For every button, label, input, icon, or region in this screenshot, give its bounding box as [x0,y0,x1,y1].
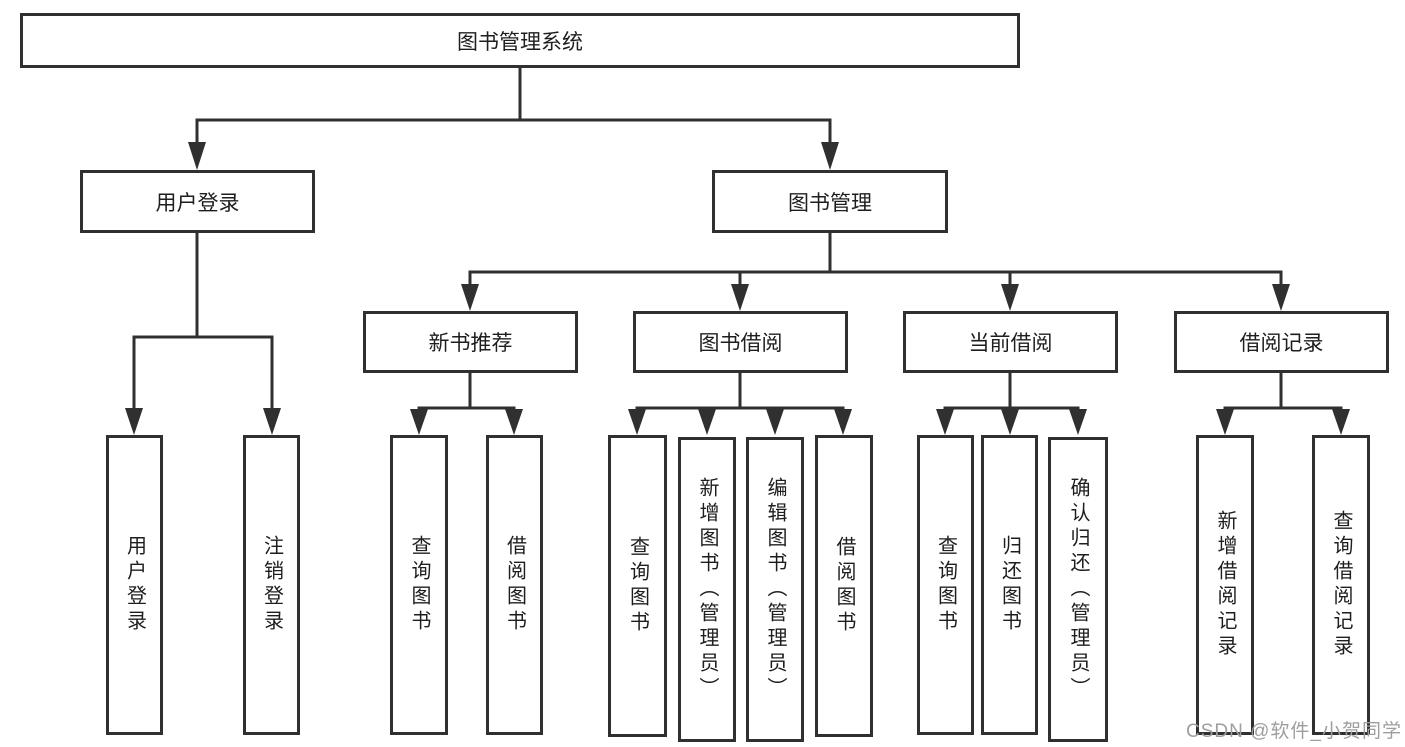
node-label: 借阅记录 [1239,332,1324,355]
node-borrow-books-leaf: 借阅图书 [486,435,543,735]
node-user-login-leaf: 用户登录 [106,435,163,735]
arrowhead-icons [125,142,1350,435]
node-label: 新书推荐 [428,332,513,355]
node-add-borrow-record-leaf: 新增借阅记录 [1196,435,1254,735]
node-label: 查询图书 [626,536,649,636]
node-label: 新增借阅记录 [1214,510,1236,660]
node-label: 查询借阅记录 [1330,510,1352,660]
node-query-books-leaf: 查询图书 [917,435,974,735]
node-label: 查询图书 [934,535,957,635]
node-borrow-records: 借阅记录 [1174,311,1389,373]
node-return-books-leaf: 归还图书 [981,435,1038,735]
node-book-borrow: 图书借阅 [633,311,848,373]
node-borrow-books-leaf: 借阅图书 [815,435,873,737]
node-label: 借阅图书 [833,536,855,636]
node-user-login-branch: 用户登录 [80,170,315,233]
node-add-book-admin-leaf: 新增图书（管理员） [678,437,736,742]
node-label: 用户登录 [155,191,240,215]
csdn-watermark: CSDN @软件_小贺同学 [1186,721,1402,742]
node-new-book-recommend: 新书推荐 [363,311,578,373]
node-confirm-return-admin-leaf: 确认归还（管理员） [1048,437,1108,742]
node-label: 确认归还（管理员） [1067,477,1089,702]
node-label: 图书管理 [788,191,872,215]
node-label: 查询图书 [408,535,430,635]
node-edit-book-admin-leaf: 编辑图书（管理员） [746,437,804,742]
node-label: 借阅图书 [503,535,526,635]
node-book-management-branch: 图书管理 [712,170,948,233]
node-root-system: 图书管理系统 [20,13,1020,68]
node-label: 用户登录 [123,535,146,635]
node-label: 图书管理系统 [457,30,583,54]
node-logout-leaf: 注销登录 [243,435,300,735]
node-label: 编辑图书（管理员） [764,477,786,702]
node-label: 注销登录 [260,535,283,635]
node-label: 图书借阅 [698,332,783,355]
node-label: 当前借阅 [968,332,1053,355]
node-label: 归还图书 [998,535,1021,635]
node-label: 新增图书（管理员） [696,477,718,702]
node-current-borrow: 当前借阅 [903,311,1118,373]
node-query-borrow-record-leaf: 查询借阅记录 [1312,435,1370,735]
node-query-books-leaf: 查询图书 [390,435,448,735]
node-query-books-leaf: 查询图书 [608,435,667,737]
